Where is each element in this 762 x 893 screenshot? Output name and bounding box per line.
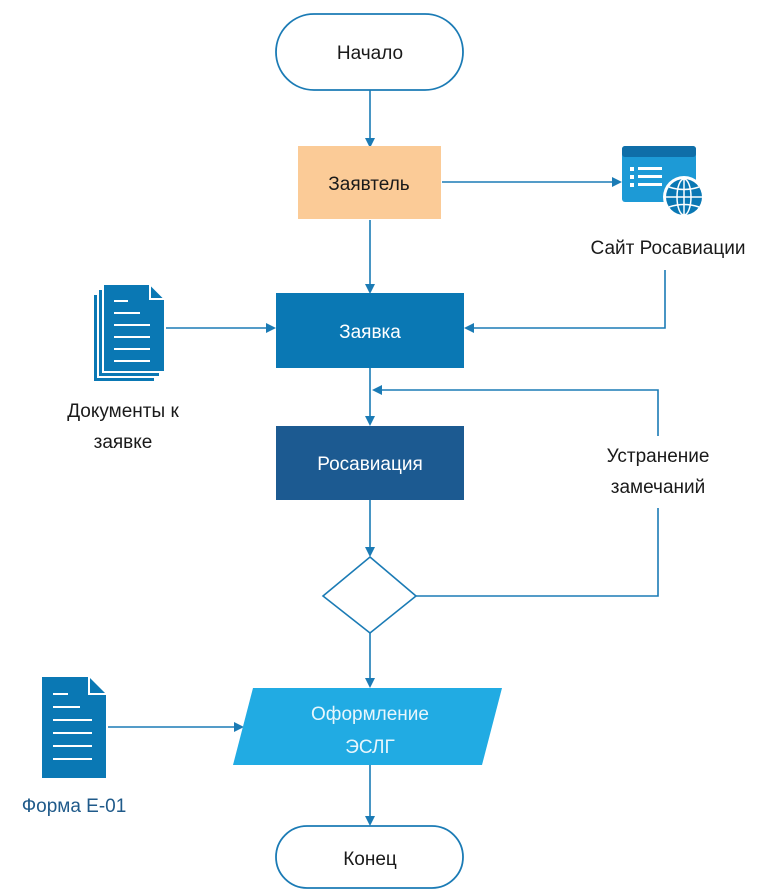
application-label: Заявка bbox=[339, 322, 401, 343]
website-globe-icon bbox=[622, 146, 705, 218]
edge-website-to-application bbox=[464, 270, 666, 333]
start-terminal-shape bbox=[275, 13, 464, 91]
decision-diamond bbox=[321, 555, 418, 635]
documents-label-line2: заявке bbox=[94, 432, 153, 453]
document-stack-icon bbox=[92, 283, 166, 383]
end-node: Конец bbox=[275, 825, 464, 889]
application-node: Заявка bbox=[276, 293, 464, 368]
applicant-node: Заявтель bbox=[298, 146, 441, 219]
documents-label-line1: Документы к bbox=[67, 401, 179, 422]
website-label: Сайт Росавиации bbox=[591, 238, 746, 259]
start-node: Начало bbox=[275, 13, 464, 91]
processing-label-line2: ЭСЛГ bbox=[345, 737, 395, 758]
rework-label: Устранение замечаний bbox=[578, 436, 738, 508]
documents-node: Документы к заявке bbox=[67, 283, 179, 453]
form-label: Форма Е-01 bbox=[22, 796, 127, 817]
rosaviation-label: Росавиация bbox=[317, 454, 423, 475]
rework-label-line2: замечаний bbox=[611, 477, 705, 498]
form-node: Форма Е-01 bbox=[22, 677, 127, 817]
end-terminal-shape bbox=[275, 825, 464, 889]
website-node: Сайт Росавиации bbox=[591, 146, 746, 259]
rosaviation-box bbox=[276, 426, 464, 500]
start-label: Начало bbox=[337, 43, 403, 64]
decision-node bbox=[321, 555, 418, 635]
applicant-box bbox=[298, 146, 441, 219]
rework-label-line1: Устранение bbox=[607, 446, 710, 467]
processing-parallelogram bbox=[233, 688, 502, 765]
processing-label-line1: Оформление bbox=[311, 704, 429, 725]
rosaviation-node: Росавиация bbox=[276, 426, 464, 500]
application-box bbox=[276, 293, 464, 368]
processing-node: Оформление ЭСЛГ bbox=[233, 688, 502, 765]
document-icon bbox=[42, 677, 106, 778]
end-label: Конец bbox=[343, 849, 397, 870]
applicant-label: Заявтель bbox=[328, 174, 410, 195]
